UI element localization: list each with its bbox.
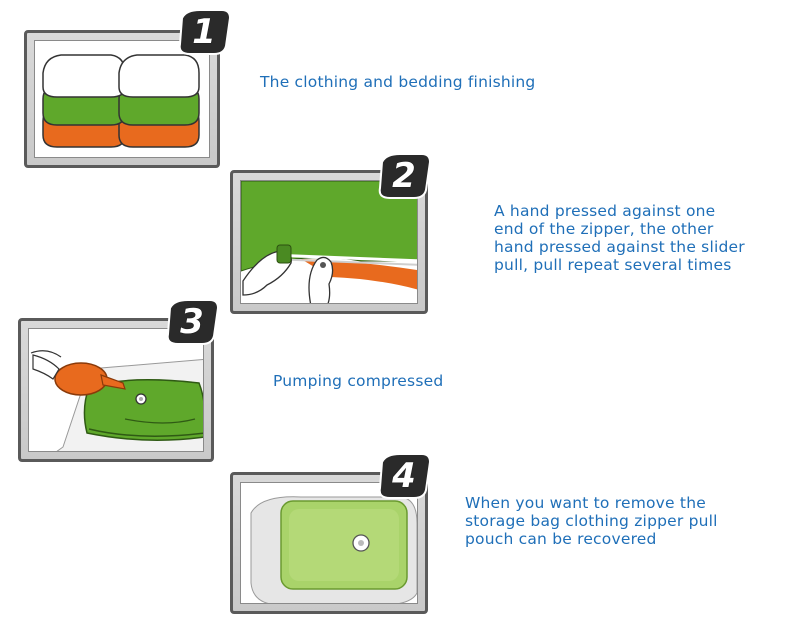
number-badge-icon bbox=[178, 9, 232, 55]
step-1-badge: 1 bbox=[176, 8, 232, 56]
caption-line: Pumping compressed bbox=[273, 372, 444, 390]
caption-line: end of the zipper, the other bbox=[494, 220, 714, 238]
caption-line: storage bag clothing zipper pull bbox=[465, 512, 718, 530]
step-2-number: 2 bbox=[392, 156, 416, 196]
number-badge-icon bbox=[378, 453, 432, 499]
step-1-caption: The clothing and bedding finishing bbox=[260, 73, 535, 91]
caption-line: hand pressed against the slider bbox=[494, 238, 745, 256]
step-4-number: 4 bbox=[392, 456, 416, 496]
step-1-number: 1 bbox=[192, 12, 216, 52]
caption-line: A hand pressed against one bbox=[494, 202, 716, 220]
step-2-badge: 2 bbox=[376, 152, 432, 200]
step-3-illustration bbox=[28, 328, 204, 452]
step-3-number: 3 bbox=[180, 302, 204, 342]
step-4-caption: When you want to remove the storage bag … bbox=[465, 494, 718, 548]
caption-line: When you want to remove the bbox=[465, 494, 706, 512]
hand-pump-valve-icon bbox=[29, 329, 203, 451]
caption-line: pouch can be recovered bbox=[465, 530, 657, 548]
step-3-caption: Pumping compressed bbox=[273, 372, 443, 390]
step-4-illustration bbox=[240, 482, 418, 604]
vacuum-bag-compressed-icon bbox=[241, 483, 417, 603]
caption-line: pull, pull repeat several times bbox=[494, 256, 732, 274]
zipper-seal-hands-icon bbox=[241, 181, 417, 303]
step-3-frame bbox=[18, 318, 214, 462]
step-2-illustration bbox=[240, 180, 418, 304]
step-2-frame bbox=[230, 170, 428, 314]
folded-bedding-stack-icon bbox=[42, 54, 200, 148]
step-4-badge: 4 bbox=[376, 452, 432, 500]
number-badge-icon bbox=[166, 299, 220, 345]
step-3-badge: 3 bbox=[164, 298, 220, 346]
caption-line: The clothing and bedding finishing bbox=[260, 73, 536, 91]
step-4-frame bbox=[230, 472, 428, 614]
step-2-caption: A hand pressed against one end of the zi… bbox=[494, 202, 745, 274]
number-badge-icon bbox=[378, 153, 432, 199]
step-1-illustration bbox=[34, 40, 210, 158]
